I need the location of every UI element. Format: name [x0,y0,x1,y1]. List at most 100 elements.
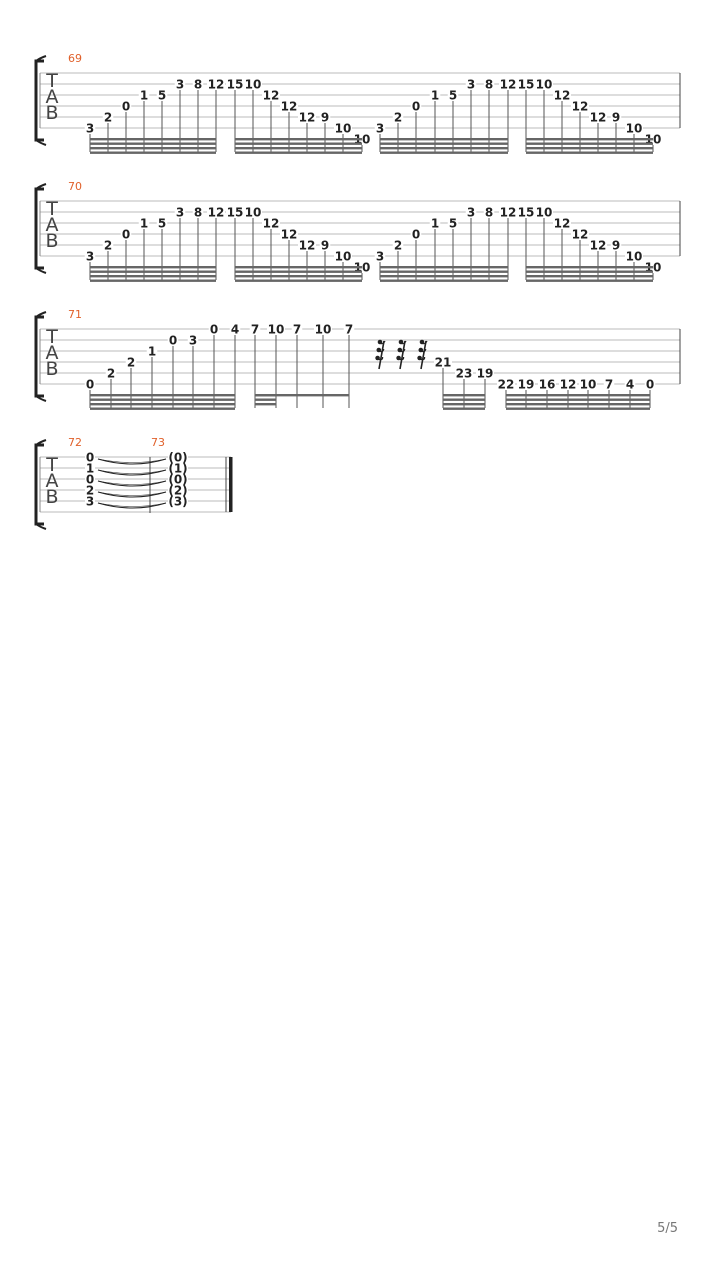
system-2-note-bg [553,217,571,229]
system-1-note-bg [429,89,441,101]
system-3-note-bg [187,334,199,346]
system-2-note-bg [298,239,316,251]
system-3-fret-number: 23 [456,367,473,381]
system-2-fret-number: 12 [263,217,280,231]
system-1-note-bg [226,78,244,90]
system-3-fret-number: 0 [210,323,218,337]
system-2-fret-number: 9 [321,239,329,253]
system-1-fret-number: 3 [86,122,94,136]
system-1-bracket-hook-bottom [35,139,47,146]
system-1-note-bg [517,78,535,90]
system-3-fret-number: 0 [86,378,94,392]
system-2-note-bg [589,239,607,251]
system-3-fret-number: 7 [605,378,613,392]
system-4-note-bg [85,474,95,484]
system-4-note-bg [85,496,95,506]
system-3-beam [443,403,485,406]
system-1-note-bg [374,122,386,134]
system-1-fret-number: 2 [104,111,112,125]
system-3-beam [255,394,349,397]
system-2-beam [526,279,653,282]
system-1-note-bg [625,122,643,134]
system-1-beam [235,142,362,145]
system-1-note-bg [102,111,114,123]
system-1-fret-number: 12 [208,78,225,92]
system-2-note-bg [610,239,622,251]
system-4-note-bg [85,463,95,473]
tie-curve [97,502,167,509]
system-3-beam [443,394,485,397]
rest-32nd-icon [375,339,386,370]
system-1-note-bg [589,111,607,123]
system-1-note-bg [298,111,316,123]
system-2-fret-number: 0 [122,228,130,242]
system-1-note-bg [280,100,298,112]
system-1-note-bg [571,100,589,112]
tab-clef-letter-t: T [45,70,58,92]
system-3-note-bg [434,356,452,368]
system-2-note-bg [499,206,517,218]
tie-curve [97,458,167,465]
system-1-note-bg [334,122,352,134]
system-2-note-bg [174,206,186,218]
tie-curve [97,480,167,487]
system-2-beam [380,279,508,282]
system-2-note-bg [244,206,262,218]
system-2-fret-number: 12 [590,239,607,253]
system-1-note-bg [262,89,280,101]
system-2-fret-number: 12 [554,217,571,231]
tab-clef-letter-t: T [45,326,58,348]
system-3-beam [506,403,650,406]
rest-flag [378,348,385,353]
system-1-beam [235,147,362,150]
system-3-bracket-hook-top [35,311,47,318]
system-2-fret-number: 10 [245,206,262,220]
system-1-bracket [34,59,44,142]
tab-clef-letter-a: A [46,214,59,236]
system-3-beam [506,394,650,397]
system-4-tied-fret-number: (0) [168,473,187,487]
system-2-note-bg [429,217,441,229]
system-3-fret-number: 19 [477,367,494,381]
system-4-bracket-hook-top [35,439,47,446]
system-2-beam [380,266,508,269]
system-3-beam [90,403,235,406]
tie-curve-inner [97,458,167,463]
rest-flag [400,340,407,345]
system-2-note-bg [334,250,352,262]
system-1-beam [90,142,216,145]
system-3-note-bg [603,378,615,390]
system-3-fret-number: 4 [231,323,239,337]
system-4-bracket-hook-bottom [35,523,47,530]
system-1-note-bg [410,100,422,112]
tie-curve [97,491,167,498]
system-2-fret-number: 10 [626,250,643,264]
tab-clef-letter-b: B [45,102,58,124]
system-4-note-bg [168,452,188,462]
system-3-note-bg [267,323,285,335]
system-3-beam [443,407,485,410]
system-1-fret-number: 1 [140,89,148,103]
system-1-beam [526,147,653,150]
system-1-fret-number: 12 [500,78,517,92]
rest-stem [378,340,385,370]
system-1-note-bg [392,111,404,123]
system-2-beam [526,270,653,273]
system-1-note-bg [84,122,96,134]
system-2-beam [90,266,216,269]
system-2-beam [526,275,653,278]
system-3-beam [90,394,235,397]
system-2-note-bg [517,206,535,218]
system-2-note-bg [483,206,495,218]
system-3-bracket-hook-bottom [35,395,47,402]
system-4-tied-fret-number: (0) [168,451,187,465]
system-3-bracket [34,315,44,398]
system-3-beam [255,403,276,406]
system-1-fret-number: 2 [394,111,402,125]
system-3-fret-number: 19 [518,378,535,392]
system-2-note-bg [207,206,225,218]
system-4-chord-fret-number: 0 [86,473,94,487]
system-1-note-bg [319,111,331,123]
system-3-fret-number: 1 [148,345,156,359]
system-3-note-bg [146,345,158,357]
